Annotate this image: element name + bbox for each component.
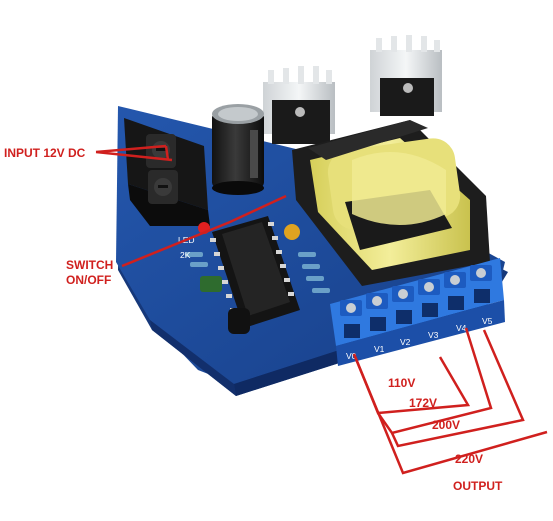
ceramic-capacitor [284, 224, 300, 240]
electrolytic-capacitor [212, 104, 264, 195]
heat-sink-left [263, 66, 335, 144]
output-220v-label: 220V [455, 452, 484, 466]
output-line-172 [376, 327, 493, 435]
output-label: OUTPUT [453, 479, 503, 493]
annotation-arrows [95, 144, 548, 475]
terminal-label-v3: V3 [428, 330, 439, 340]
terminal-label-v2: V2 [400, 337, 411, 347]
input-arrow [95, 144, 173, 162]
output-line-110 [352, 353, 471, 415]
input-voltage-label: INPUT 12V DC [4, 146, 86, 160]
transformer [292, 120, 490, 286]
input-terminal-block [124, 118, 210, 226]
switch-arrow [121, 194, 287, 268]
output-terminal-block [330, 258, 505, 366]
heat-sink-right [370, 35, 442, 116]
terminal-label-v4: V4 [456, 323, 467, 333]
terminal-labels: V0 V1 V2 V3 V4 V5 [346, 316, 493, 361]
output-line-200 [390, 329, 525, 448]
switch-label-line1: SWITCH [66, 258, 114, 272]
resistor-silkscreen: 2K [180, 250, 191, 260]
switch-label-line2: ON/OFF [66, 273, 112, 287]
terminal-label-v1: V1 [374, 344, 385, 354]
terminal-label-v0: V0 [346, 351, 357, 361]
output-110v-label: 110V [388, 376, 416, 390]
output-200v-label: 200V [432, 418, 461, 432]
terminal-label-v5: V5 [482, 316, 493, 326]
output-172v-label: 172V [409, 396, 438, 410]
